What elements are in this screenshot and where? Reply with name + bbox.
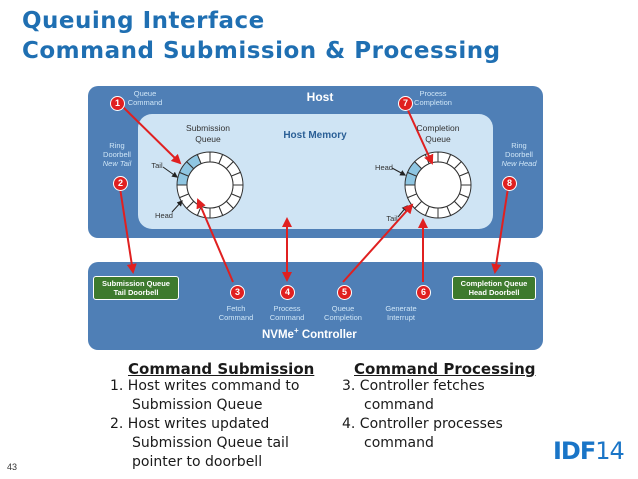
step-1-badge: 1 [110,96,125,111]
list-item: 3. Controller fetches command [342,378,485,413]
step-5-badge: 5 [337,285,352,300]
list-item: 1. Host writes command to Submission Que… [110,378,300,413]
title-line-1: Queuing Interface [22,8,265,34]
command-submission-heading: Command Submission [128,360,315,378]
list-item: 4. Controller processes command [342,416,503,451]
sq-tail-pointer [162,166,178,178]
cq-head-label: Head [375,163,393,172]
arrow-process-completion [405,105,434,165]
arrow-fetch-command [196,198,234,283]
list-item: 2. Host writes updated Submission Queue … [110,416,289,470]
nvme-controller-label: NVMe+ Controller [262,326,357,341]
page-number: 43 [7,462,18,472]
command-processing-heading: Command Processing [354,360,536,378]
command-processing-list: 3. Controller fetches command 4. Control… [342,377,542,453]
sq-tail-label: Tail [151,161,163,170]
host-label: Host [306,90,334,104]
step-3-badge: 3 [230,285,245,300]
sq-head-label: Head [155,211,173,220]
arrow-ring-doorbell-head [491,187,509,274]
cq-head-pointer [391,167,407,176]
submission-queue-ring [176,151,244,219]
cq-tail-label: Tail [386,214,398,223]
arrow-queue-command [121,105,182,165]
step-4-badge: 4 [280,285,295,300]
controller-panel [88,262,543,350]
queue-center [414,161,462,209]
queue-center [186,161,234,209]
arrow-ring-doorbell-tail [119,187,137,274]
sq-head-pointer [171,200,183,213]
arrow-queue-completion [342,203,414,283]
step-6-badge: 6 [416,285,431,300]
idf14-logo: IDF14 [553,437,625,465]
host-memory-label: Host Memory [283,130,347,141]
title-line-2: Command Submission & Processing [22,38,501,64]
command-submission-list: 1. Host writes command to Submission Que… [110,377,320,472]
step-8-badge: 8 [502,176,517,191]
completion-queue-ring [404,151,472,219]
step-2-badge: 2 [113,176,128,191]
step-7-badge: 7 [398,96,413,111]
